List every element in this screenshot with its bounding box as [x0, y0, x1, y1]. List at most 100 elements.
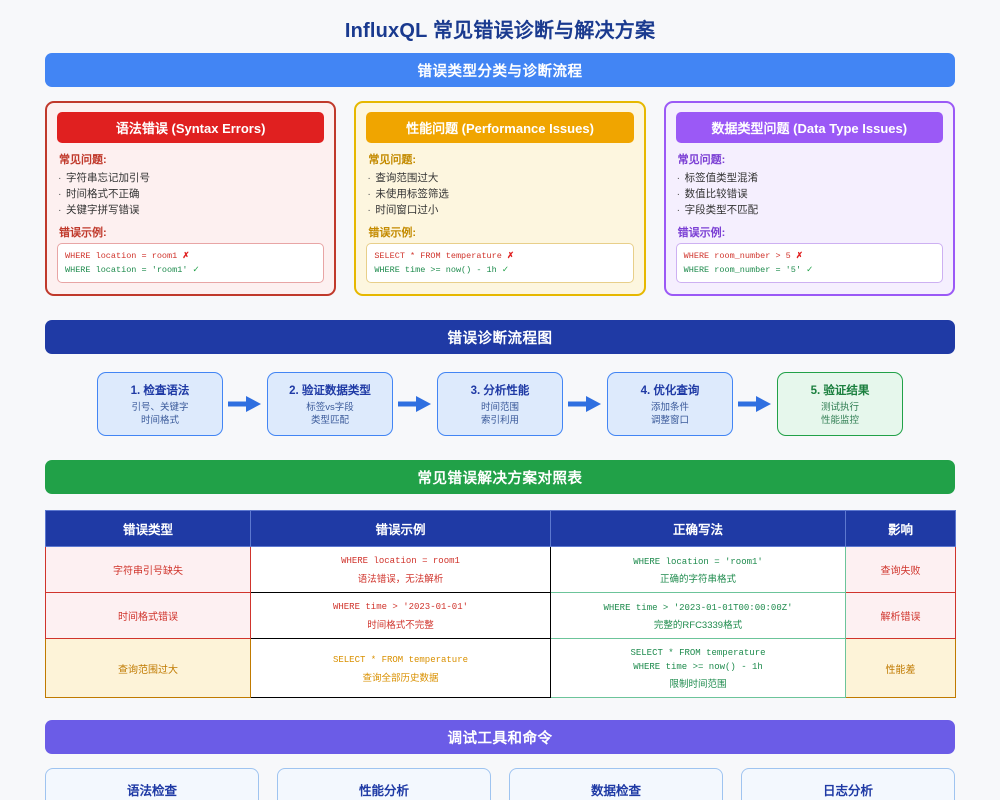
cell-error-type: 查询范围过大 [45, 638, 251, 698]
cell-bad-code: SELECT * FROM temperature [332, 654, 469, 665]
section-banner-debug-tools: 调试工具和命令 [45, 720, 955, 754]
error-card-performance-example-label: 错误示例: [368, 227, 416, 239]
flow-step-5-title: 5. 验证结果 [810, 384, 870, 397]
tool-card-log-analysis: 日志分析 influxd logs HTTP API 响应 [741, 768, 955, 800]
list-item: 字符串忘记加引号 [57, 170, 324, 186]
tool-card-syntax-check: 语法检查 EXPLAIN SELECT ... SHOW DIAGNOSTICS [45, 768, 259, 800]
cell-correct-form: SELECT * FROM temperature WHERE time >= … [550, 638, 846, 698]
cross-icon: ✗ [506, 250, 515, 260]
diagnostic-flowchart: 1. 检查语法 引号、关键字 时间格式 2. 验证数据类型 标签vs字段 类型匹… [45, 372, 955, 436]
error-card-datatype-sublabel: 常见问题: [677, 154, 726, 166]
page-title: InfluxQL 常见错误诊断与解决方案 [344, 20, 656, 42]
tool-card-performance-analysis: 性能分析 SHOW STATS SHOW QUERIES [277, 768, 491, 800]
code-good-line: WHERE time >= now() - 1h [374, 265, 497, 275]
cell-good-code-2: WHERE time >= now() - 1h [633, 662, 763, 672]
flow-step-1: 1. 检查语法 引号、关键字 时间格式 [97, 372, 223, 436]
list-item: 未使用标签筛选 [366, 186, 633, 202]
error-card-performance: 性能问题 (Performance Issues) 常见问题: 查询范围过大 未… [354, 101, 646, 296]
code-bad-line: SELECT * FROM temperature [374, 251, 502, 261]
error-card-datatype-code: WHERE room_number > 5 ✗ WHERE room_numbe… [675, 243, 943, 283]
list-item: 时间格式不正确 [57, 186, 324, 202]
flow-step-1-line1: 引号、关键字 [131, 401, 189, 413]
flow-step-3-title: 3. 分析性能 [470, 384, 530, 397]
section-banner-flowchart: 错误诊断流程图 [45, 320, 955, 354]
table-row: 时间格式错误 WHERE time > '2023-01-01' 时间格式不完整… [45, 592, 956, 639]
error-card-syntax: 语法错误 (Syntax Errors) 常见问题: 字符串忘记加引号 时间格式… [45, 101, 337, 296]
code-good-line: WHERE location = 'room1' [65, 265, 188, 275]
cell-good-note: 完整的RFC3339格式 [653, 619, 743, 631]
cell-bad-code: WHERE time > '2023-01-01' [332, 602, 469, 612]
list-item: 数值比较错误 [676, 186, 943, 202]
cell-error-type: 字符串引号缺失 [45, 546, 251, 593]
error-card-syntax-example-label: 错误示例: [59, 227, 107, 239]
table-row: 查询范围过大 SELECT * FROM temperature 查询全部历史数… [45, 638, 956, 698]
cell-good-code: WHERE time > '2023-01-01T00:00:00Z' [603, 602, 793, 613]
flow-step-3: 3. 分析性能 时间范围 索引利用 [437, 372, 563, 436]
flow-step-2-line2: 类型匹配 [310, 414, 349, 426]
list-item: 字段类型不匹配 [676, 202, 943, 218]
debug-tool-cards: 语法检查 EXPLAIN SELECT ... SHOW DIAGNOSTICS… [45, 768, 955, 800]
flow-step-2: 2. 验证数据类型 标签vs字段 类型匹配 [267, 372, 393, 436]
cell-bad-example: SELECT * FROM temperature 查询全部历史数据 [250, 638, 551, 698]
error-card-performance-sublabel: 常见问题: [368, 154, 416, 166]
cell-impact: 查询失败 [845, 546, 956, 593]
error-card-syntax-code: WHERE location = room1 ✗ WHERE location … [57, 243, 325, 283]
list-item: 查询范围过大 [366, 170, 633, 186]
tool-card-syntax-check-title: 语法检查 [126, 784, 177, 798]
column-header-bad-example: 错误示例 [250, 510, 551, 547]
cross-icon: ✗ [182, 250, 190, 260]
flow-step-1-line2: 时间格式 [140, 414, 179, 426]
error-type-cards: 语法错误 (Syntax Errors) 常见问题: 字符串忘记加引号 时间格式… [45, 101, 955, 296]
tool-card-log-analysis-title: 日志分析 [822, 784, 873, 798]
solution-table: 错误类型 错误示例 正确写法 影响 字符串引号缺失 WHERE location… [45, 510, 956, 698]
error-card-datatype-issues: 标签值类型混淆 数值比较错误 字段类型不匹配 [676, 170, 943, 218]
flow-step-4-title: 4. 优化查询 [640, 384, 700, 397]
arrow-right-icon [733, 396, 777, 412]
list-item: 标签值类型混淆 [676, 170, 943, 186]
error-card-performance-heading: 性能问题 (Performance Issues) [366, 112, 634, 143]
list-item: 关键字拼写错误 [57, 202, 324, 218]
arrow-right-icon [563, 396, 607, 412]
flow-step-4-line2: 调整窗口 [650, 414, 689, 426]
error-card-datatype: 数据类型问题 (Data Type Issues) 常见问题: 标签值类型混淆 … [663, 101, 955, 296]
list-item: 时间窗口过小 [366, 202, 633, 218]
flow-step-2-line1: 标签vs字段 [306, 401, 354, 413]
tool-card-performance-analysis-title: 性能分析 [358, 784, 409, 798]
cell-correct-form: WHERE location = 'room1' 正确的字符串格式 [550, 546, 846, 593]
column-header-error-type: 错误类型 [45, 510, 251, 547]
flow-step-3-line1: 时间范围 [480, 401, 519, 413]
column-header-correct-form: 正确写法 [550, 510, 846, 547]
check-icon: ✓ [806, 264, 814, 274]
error-card-syntax-issues: 字符串忘记加引号 时间格式不正确 关键字拼写错误 [57, 170, 324, 218]
table-header-row: 错误类型 错误示例 正确写法 影响 [45, 510, 956, 547]
error-card-performance-code: SELECT * FROM temperature ✗ WHERE time >… [366, 243, 634, 283]
flow-step-3-line2: 索引利用 [480, 414, 519, 426]
cell-bad-note: 查询全部历史数据 [362, 672, 439, 684]
flow-step-5-line1: 测试执行 [820, 401, 859, 413]
cell-impact: 性能差 [845, 638, 956, 698]
flow-step-2-title: 2. 验证数据类型 [289, 384, 371, 397]
cell-good-note: 限制时间范围 [669, 679, 727, 690]
tool-card-data-check: 数据检查 SHOW MEASUREMENTS SHOW TAG KEYS [509, 768, 723, 800]
flow-step-1-title: 1. 检查语法 [130, 384, 190, 397]
arrow-right-icon [393, 396, 437, 412]
error-card-datatype-heading: 数据类型问题 (Data Type Issues) [675, 112, 943, 143]
code-bad-line: WHERE room_number > 5 [683, 251, 791, 261]
error-card-datatype-example-label: 错误示例: [677, 227, 726, 239]
section-banner-solution-table: 常见错误解决方案对照表 [45, 460, 955, 494]
cell-bad-example: WHERE location = room1 语法错误，无法解析 [250, 546, 551, 593]
flow-step-4-line1: 添加条件 [650, 401, 689, 413]
code-bad-line: WHERE location = room1 [65, 251, 178, 261]
check-icon: ✓ [501, 264, 509, 274]
cell-bad-note: 时间格式不完整 [367, 620, 434, 631]
cell-bad-code: WHERE location = room1 [341, 556, 460, 566]
tool-card-data-check-title: 数据检查 [590, 784, 641, 798]
section-banner-error-types: 错误类型分类与诊断流程 [45, 53, 955, 87]
error-card-syntax-sublabel: 常见问题: [59, 154, 107, 166]
cell-correct-form: WHERE time > '2023-01-01T00:00:00Z' 完整的R… [550, 592, 846, 639]
error-card-syntax-heading: 语法错误 (Syntax Errors) [57, 112, 325, 143]
table-row: 字符串引号缺失 WHERE location = room1 语法错误，无法解析… [45, 546, 956, 593]
cross-icon: ✗ [795, 250, 804, 260]
arrow-right-icon [223, 396, 267, 412]
